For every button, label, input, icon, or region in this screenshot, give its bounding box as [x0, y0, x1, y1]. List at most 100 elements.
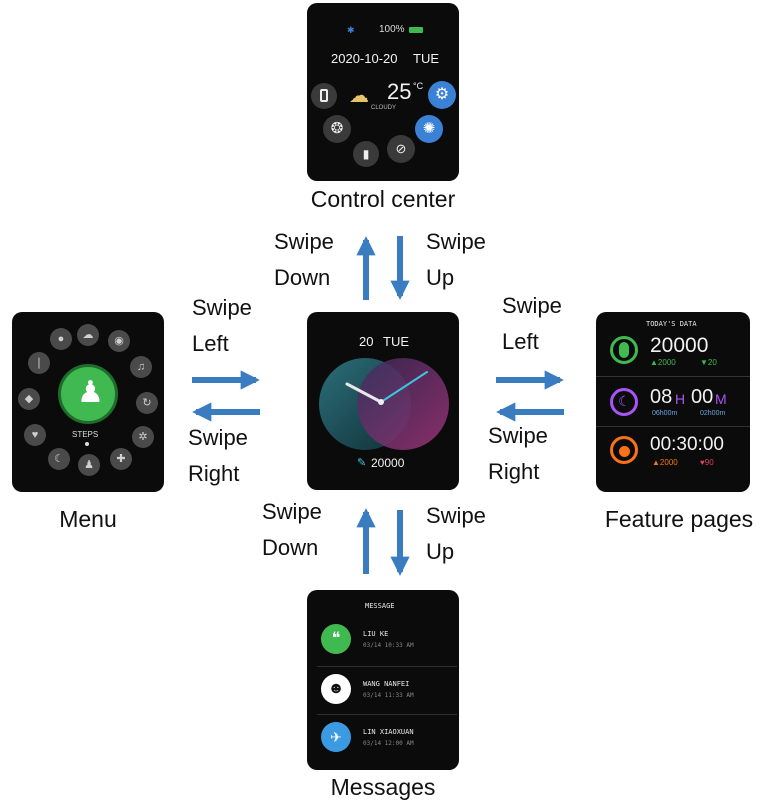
menu-icon-4[interactable]: ❘ — [28, 352, 50, 374]
workout-time: 00:30:00 — [650, 434, 724, 455]
feature-divider-2 — [596, 426, 750, 427]
sleep-sub2: 02h00m — [700, 410, 726, 417]
bluetooth-icon: ✱ — [347, 25, 355, 35]
gesture-direction: Down — [274, 265, 331, 290]
message-sender-3: LIN XIAOXUAN — [363, 728, 414, 736]
find-phone-button[interactable]: ❂ — [323, 115, 351, 143]
gesture-label-right-bottom: Swipe Right — [488, 418, 548, 490]
penguin-icon: ☻ — [327, 680, 345, 697]
gamepad-icon: ✚ — [116, 453, 126, 465]
watch-dial — [319, 358, 449, 450]
watch-face-screen: 20 TUE ✎ 20000 — [307, 312, 459, 490]
do-not-disturb-button[interactable]: ⊘ — [387, 135, 415, 163]
feature-divider-1 — [596, 376, 750, 377]
feature-steps-sub2: ▼20 — [700, 358, 717, 367]
chat-bubble-icon: ❝ — [331, 630, 341, 647]
battery-icon — [409, 27, 423, 33]
temperature-unit: °C — [413, 81, 424, 91]
messages-header: MESSAGE — [365, 602, 395, 610]
gesture-direction: Right — [188, 461, 240, 486]
no-vibration-icon: ⊘ — [395, 141, 407, 156]
sleep-minutes-unit: M — [715, 391, 727, 407]
footprint-icon — [619, 342, 629, 358]
menu-icon-2[interactable]: ☁ — [77, 324, 99, 346]
gesture-direction: Up — [426, 265, 455, 290]
messages-screen: MESSAGE ❝ LIU KE 03/14 10:33 AM ☻ WANG N… — [307, 590, 459, 770]
battery-percent: 100% — [379, 24, 405, 35]
workout-sub2: ♥90 — [700, 458, 714, 467]
steps-ring — [610, 336, 638, 364]
cloud-icon: ☁ — [82, 329, 94, 341]
control-center-screen: ✱ 100% 2020-10-20 TUE ☁ 25 °C CLOUDY ⚙ ❂… — [307, 3, 459, 181]
sleep-hours: 08 — [650, 386, 673, 408]
flashlight-icon: ▮ — [362, 147, 370, 161]
wechat-avatar: ❝ — [321, 624, 351, 654]
feature-header: TODAY'S DATA — [646, 320, 697, 328]
menu-icon-3[interactable]: ◉ — [108, 330, 130, 352]
gesture-label-left-bottom: Swipe Right — [188, 420, 248, 492]
menu-icon-7[interactable]: ↻ — [136, 392, 158, 414]
cloud-icon: ☁ — [349, 85, 369, 107]
heart-icon: ♥ — [31, 429, 39, 441]
cc-weekday: TUE — [413, 51, 439, 66]
film-reel-icon: ❂ — [330, 120, 344, 137]
gesture-label-bottom-right: Swipe Up — [426, 498, 486, 570]
temperature: 25 — [387, 79, 412, 104]
menu-icon-9[interactable]: ✲ — [132, 426, 154, 448]
sync-icon: ↻ — [142, 397, 152, 409]
control-center-caption: Control center — [310, 186, 456, 212]
footprint-icon: ♟ — [77, 376, 104, 409]
feature-pages-caption: Feature pages — [604, 506, 754, 532]
footprint-icon: ♟ — [84, 459, 94, 471]
sun-icon: ✺ — [422, 120, 436, 137]
message-time-1: 03/14 10:33 AM — [363, 642, 414, 649]
face-weekday: TUE — [383, 334, 409, 349]
workout-ring — [610, 436, 638, 464]
gesture-line: Swipe — [192, 295, 252, 320]
cc-date: 2020-10-20 — [331, 51, 398, 66]
message-sender-2: WANG NANFEI — [363, 680, 410, 688]
flashlight-button[interactable]: ▮ — [353, 141, 379, 167]
face-date: 20 — [359, 334, 374, 349]
brightness-button[interactable]: ✺ — [415, 115, 443, 143]
menu-caption: Menu — [59, 506, 117, 532]
gesture-line: Swipe — [502, 293, 562, 318]
bird-icon: ✈ — [330, 729, 342, 745]
gesture-line: Swipe — [188, 425, 248, 450]
menu-icon-8[interactable]: ♥ — [24, 424, 46, 446]
sleep-hours-unit: H — [675, 391, 686, 407]
gesture-line: Swipe — [274, 229, 334, 254]
menu-screen: ● ☁ ◉ ❘ ♫ ◆ ↻ ♥ ✲ ☾ ♟ ✚ ♟ STEPS — [12, 312, 164, 492]
gesture-label-top-right: Swipe Up — [426, 224, 486, 296]
gesture-label-right-top: Swipe Left — [502, 288, 562, 360]
menu-icon-11[interactable]: ♟ — [78, 454, 100, 476]
power-saving-button[interactable] — [311, 83, 337, 109]
qq-avatar: ☻ — [321, 674, 351, 704]
message-divider-2 — [317, 714, 457, 715]
steps-button[interactable]: ♟ — [58, 364, 118, 424]
sleep-sub1: 06h00m — [652, 410, 678, 417]
menu-icon-12[interactable]: ✚ — [110, 448, 132, 470]
hour-hand — [345, 382, 383, 404]
gesture-direction: Up — [426, 539, 455, 564]
sleep-minutes: 00 — [691, 386, 714, 408]
kettlebell-icon: ◆ — [24, 393, 34, 405]
menu-icon-5[interactable]: ♫ — [130, 356, 152, 378]
message-time-2: 03/14 11:33 AM — [363, 692, 414, 699]
gesture-direction: Left — [502, 329, 539, 354]
kettlebell-icon — [619, 446, 630, 457]
menu-icon-10[interactable]: ☾ — [48, 448, 70, 470]
feature-pages-screen: TODAY'S DATA 20000 ▲2000 ▼20 ☾ 08 H 00 M… — [596, 312, 750, 492]
message-time-3: 03/14 12:00 AM — [363, 740, 414, 747]
menu-icon-6[interactable]: ◆ — [18, 388, 40, 410]
settings-icon: ✲ — [138, 431, 148, 443]
thermometer-icon: ❘ — [34, 357, 44, 369]
sleep-ring: ☾ — [610, 388, 638, 416]
gear-icon: ⚙ — [434, 86, 450, 103]
page-dot — [85, 442, 89, 446]
menu-icon-1[interactable]: ● — [50, 328, 72, 350]
settings-button[interactable]: ⚙ — [428, 81, 456, 109]
twitter-avatar: ✈ — [321, 722, 351, 752]
dial-disc-right — [357, 358, 449, 450]
